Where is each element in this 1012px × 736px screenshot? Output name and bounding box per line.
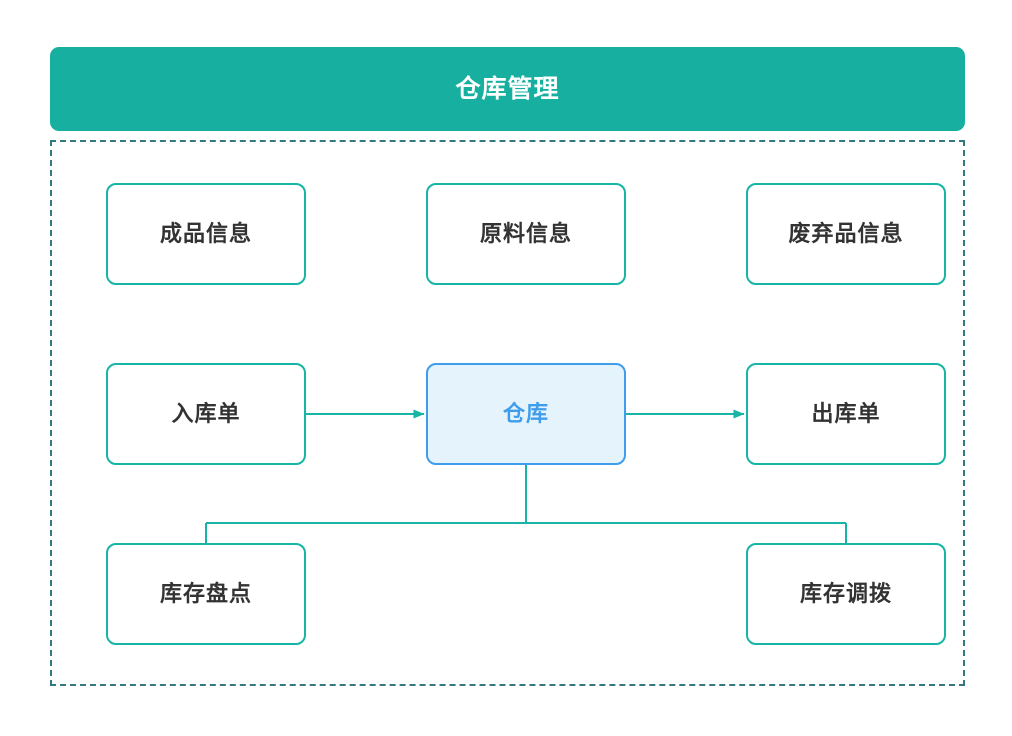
node-label: 成品信息 (159, 221, 252, 246)
header-bar: 仓库管理 (50, 47, 965, 131)
node-warehouse[interactable]: 仓库 (426, 363, 626, 465)
node-label: 库存调拨 (799, 581, 892, 606)
node-label: 原料信息 (479, 221, 572, 246)
node-label: 入库单 (171, 401, 241, 426)
page-title: 仓库管理 (455, 74, 560, 103)
node-waste-product-info[interactable]: 废弃品信息 (746, 183, 946, 285)
node-label: 废弃品信息 (788, 221, 904, 246)
node-raw-material-info[interactable]: 原料信息 (426, 183, 626, 285)
node-label: 出库单 (811, 401, 881, 426)
node-label: 仓库 (502, 401, 549, 426)
node-inbound-order[interactable]: 入库单 (106, 363, 306, 465)
node-finished-goods-info[interactable]: 成品信息 (106, 183, 306, 285)
dashed-group-container (50, 140, 965, 686)
node-inventory-count[interactable]: 库存盘点 (106, 543, 306, 645)
node-inventory-transfer[interactable]: 库存调拨 (746, 543, 946, 645)
node-outbound-order[interactable]: 出库单 (746, 363, 946, 465)
node-label: 库存盘点 (159, 581, 252, 606)
